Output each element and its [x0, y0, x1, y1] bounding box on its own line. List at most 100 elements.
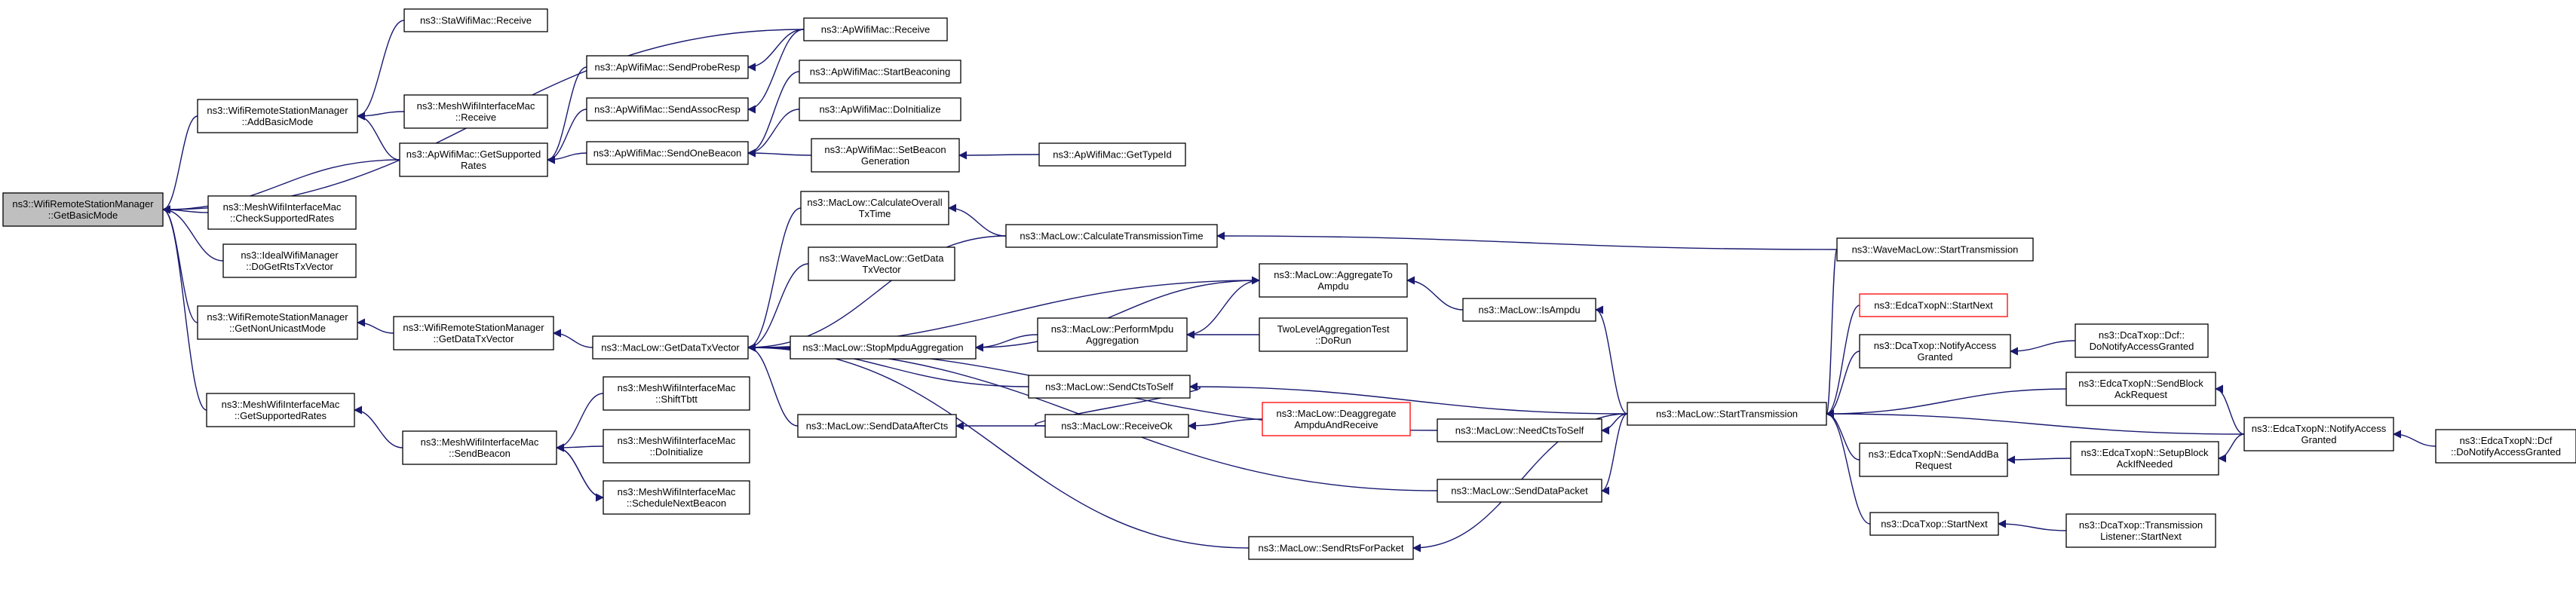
node-maclow-sendcts[interactable]: ns3::MacLow::SendCtsToSelf	[1028, 375, 1191, 399]
node-getdatatxvector-wrsm[interactable]: ns3::WifiRemoteStationManager::GetDataTx…	[393, 316, 554, 350]
node-mesh-sendbeacon[interactable]: ns3::MeshWifiInterfaceMac::SendBeacon	[402, 430, 557, 465]
node-label: ns3::MacLow::SendDataPacket	[1451, 485, 1588, 497]
node-box	[2065, 372, 2216, 406]
node-box	[1248, 536, 1414, 560]
edge-maclow-performmpdu-to-maclow-stopmpdu	[974, 334, 1038, 352]
edge-ap-receive-to-ap-sendassoc	[747, 29, 805, 114]
edge-dca-startnext-to-maclow-starttx	[1825, 409, 1871, 525]
node-wave-starttx[interactable]: ns3::WaveMacLow::StartTransmission	[1836, 237, 2034, 262]
node-label: ns3::EdcaTxopN::SendAddBa	[1869, 448, 1999, 460]
node-label: ns3::ApWifiMac::DoInitialize	[819, 104, 940, 115]
node-root[interactable]: ns3::WifiRemoteStationManager::GetBasicM…	[2, 192, 164, 227]
edge-mesh-sendbeacon-to-mesh-getsupported	[353, 406, 403, 448]
edge-edca-setupblock-to-edca-sendaddba	[2006, 455, 2072, 464]
edge-ideal-dogetrts-to-root	[161, 205, 224, 262]
node-maclow-stopmpdu[interactable]: ns3::MacLow::StopMpduAggregation	[790, 335, 977, 360]
node-box	[2, 192, 164, 227]
node-maclow-sendrts[interactable]: ns3::MacLow::SendRtsForPacket	[1248, 536, 1414, 560]
edge-wave-starttx-to-maclow-calctx	[1216, 231, 1838, 250]
node-ideal-dogetrts[interactable]: ns3::IdealWifiManager::DoGetRtsTxVector	[222, 243, 357, 278]
node-label: ns3::IdealWifiManager	[241, 249, 339, 261]
node-mesh-schedulenext[interactable]: ns3::MeshWifiInterfaceMac::ScheduleNextB…	[603, 480, 750, 515]
node-dca-txlistener-startnext[interactable]: ns3::DcaTxop::TransmissionListener::Star…	[2065, 513, 2216, 548]
node-maclow-getdatatx[interactable]: ns3::MacLow::GetDataTxVector	[592, 335, 749, 360]
node-box	[808, 246, 955, 281]
node-box	[1037, 317, 1188, 352]
node-ap-receive[interactable]: ns3::ApWifiMac::Receive	[803, 17, 948, 41]
node-label: ns3::MeshWifiInterfaceMac	[618, 382, 736, 393]
node-maclow-senddatapacket[interactable]: ns3::MacLow::SendDataPacket	[1437, 479, 1602, 503]
node-ap-doinit[interactable]: ns3::ApWifiMac::DoInitialize	[799, 97, 961, 121]
node-ap-sendprobe[interactable]: ns3::ApWifiMac::SendProbeResp	[586, 55, 749, 79]
edge-maclow-getdatatx-to-getdatatxvector-wrsm	[552, 329, 593, 348]
node-dca-notifyaccess[interactable]: ns3::DcaTxop::NotifyAccessGranted	[1859, 334, 2011, 369]
node-edca-startnext[interactable]: ns3::EdcaTxopN::StartNext	[1859, 293, 2008, 317]
node-ap-getsupported[interactable]: ns3::ApWifiMac::GetSupportedRates	[399, 142, 548, 177]
edge-ap-sendonebeacon-to-ap-getsupported	[546, 152, 587, 164]
node-mesh-checksupported[interactable]: ns3::MeshWifiInterfaceMac::CheckSupporte…	[207, 195, 357, 230]
node-getnonunicast[interactable]: ns3::WifiRemoteStationManager::GetNonUni…	[197, 305, 358, 340]
node-dca-startnext[interactable]: ns3::DcaTxop::StartNext	[1869, 512, 1999, 536]
node-dca-dcf-donotify[interactable]: ns3::DcaTxop::Dcf::DoNotifyAccessGranted	[2075, 323, 2209, 358]
node-box	[2070, 441, 2219, 476]
node-label: ns3::MacLow::CalculateTransmissionTime	[1020, 231, 1203, 242]
node-edca-dcf-donotify[interactable]: ns3::EdcaTxopN::Dcf::DoNotifyAccessGrant…	[2435, 429, 2576, 464]
node-edca-notifyaccess[interactable]: ns3::EdcaTxopN::NotifyAccessGranted	[2243, 417, 2394, 451]
node-label: ns3::MacLow::SendDataAfterCts	[806, 421, 949, 432]
edge-ap-getsupported-to-addbasic	[356, 112, 400, 161]
node-box	[1859, 334, 2011, 369]
node-sta-receive[interactable]: ns3::StaWifiMac::Receive	[403, 8, 548, 32]
node-ap-gettypeid[interactable]: ns3::ApWifiMac::GetTypeId	[1038, 142, 1186, 167]
node-label: ns3::MacLow::SendRtsForPacket	[1259, 543, 1404, 554]
edge-edca-notifyaccess-to-edca-setupblock	[2217, 433, 2245, 463]
node-box	[197, 99, 358, 133]
node-label: ns3::MacLow::IsAmpdu	[1478, 305, 1580, 316]
node-mesh-shifttbtt[interactable]: ns3::MeshWifiInterfaceMac::ShiftTbtt	[603, 376, 750, 411]
node-label: ns3::ApWifiMac::Receive	[821, 24, 931, 35]
node-mesh-doinit[interactable]: ns3::MeshWifiInterfaceMac::DoInitialize	[603, 429, 750, 464]
node-maclow-starttx[interactable]: ns3::MacLow::StartTransmission	[1627, 402, 1827, 426]
node-label: ns3::ApWifiMac::SendOneBeacon	[593, 148, 742, 159]
node-maclow-isampdu[interactable]: ns3::MacLow::IsAmpdu	[1462, 298, 1596, 322]
node-label: Request	[1915, 460, 1952, 471]
node-wave-getdata[interactable]: ns3::WaveMacLow::GetDataTxVector	[808, 246, 955, 281]
node-maclow-senddataafter[interactable]: ns3::MacLow::SendDataAfterCts	[797, 414, 957, 438]
node-maclow-calctx[interactable]: ns3::MacLow::CalculateTransmissionTime	[1005, 224, 1218, 248]
node-maclow-needcts[interactable]: ns3::MacLow::NeedCtsToSelf	[1437, 418, 1602, 442]
node-label: AckIfNeeded	[2117, 458, 2173, 470]
node-ap-sendonebeacon[interactable]: ns3::ApWifiMac::SendOneBeacon	[586, 141, 749, 165]
node-box	[222, 243, 357, 278]
node-label: ::SendBeacon	[449, 448, 511, 459]
node-box	[799, 60, 961, 84]
edge-dca-txlistener-startnext-to-dca-startnext	[1997, 519, 2067, 531]
node-label: ns3::WifiRemoteStationManager	[12, 198, 154, 210]
node-mesh-receive[interactable]: ns3::MeshWifiInterfaceMac::Receive	[403, 94, 548, 129]
edge-wave-starttx-to-maclow-starttx	[1825, 249, 1838, 418]
node-maclow-receiveok[interactable]: ns3::MacLow::ReceiveOk	[1044, 414, 1189, 438]
node-box	[1262, 402, 1411, 436]
node-label: Listener::StartNext	[2100, 531, 2182, 542]
node-box	[790, 335, 977, 360]
node-label: ns3::StaWifiMac::Receive	[420, 15, 532, 26]
node-label: ::DoGetRtsTxVector	[246, 261, 333, 272]
node-label: ns3::ApWifiMac::GetSupported	[406, 148, 541, 160]
node-label: ns3::WifiRemoteStationManager	[403, 322, 544, 333]
node-ap-sendassoc[interactable]: ns3::ApWifiMac::SendAssocResp	[586, 97, 749, 121]
node-box	[592, 335, 749, 360]
node-addbasic[interactable]: ns3::WifiRemoteStationManager::AddBasicM…	[197, 99, 358, 133]
node-label: ns3::EdcaTxopN::StartNext	[1874, 300, 1993, 311]
edge-maclow-aggregate-to-maclow-stopmpdu	[974, 280, 1260, 352]
node-label: ns3::ApWifiMac::StartBeaconing	[810, 66, 950, 78]
node-mesh-getsupported[interactable]: ns3::MeshWifiInterfaceMac::GetSupportedR…	[206, 393, 355, 427]
node-twolevel-dorun[interactable]: TwoLevelAggregationTest::DoRun	[1259, 317, 1408, 352]
node-ap-startbeaconing[interactable]: ns3::ApWifiMac::StartBeaconing	[799, 60, 961, 84]
